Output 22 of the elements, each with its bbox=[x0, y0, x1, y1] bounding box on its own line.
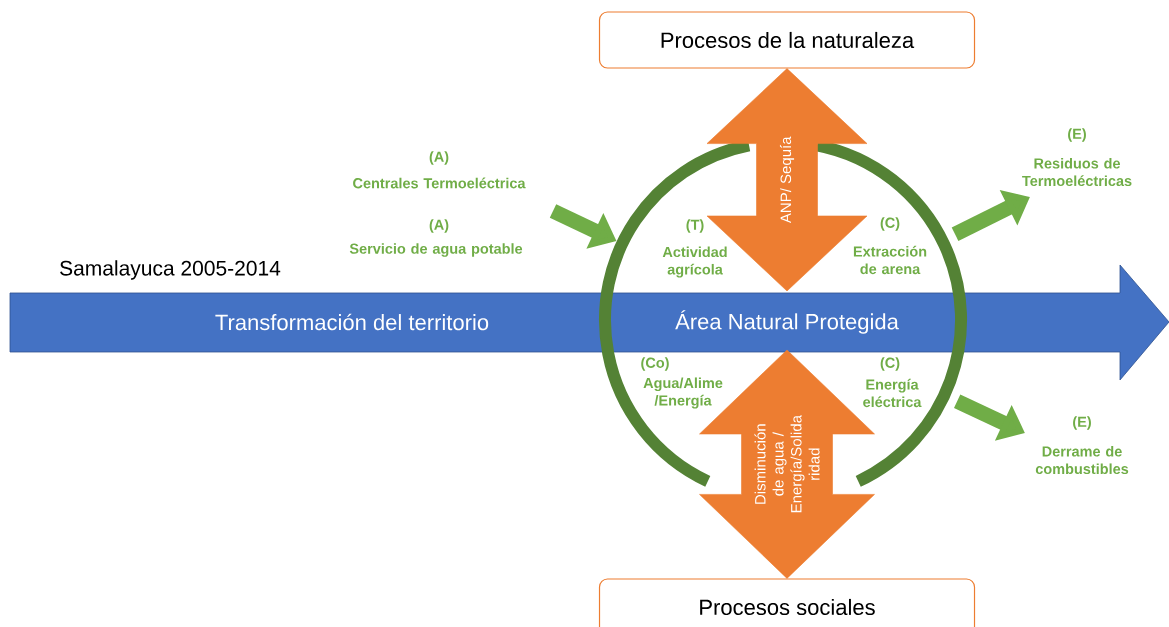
annotation-text: (C) bbox=[880, 357, 900, 371]
annotation-text: (A) bbox=[429, 219, 449, 233]
annotation-text: Extracción de arena bbox=[853, 245, 927, 275]
arrow bbox=[699, 349, 875, 579]
annotation-text: Centrales Termoeléctrica bbox=[353, 177, 526, 189]
annotation-text: Agua/Alime /Energía bbox=[643, 377, 723, 409]
annotation-text: (A) bbox=[429, 151, 449, 165]
arrow bbox=[706, 68, 868, 292]
edge-label: Disminución de agua / Energía/Solida ridad bbox=[754, 415, 820, 513]
annotation-text: (C) bbox=[880, 217, 900, 231]
annotation-text: Energía eléctrica bbox=[863, 378, 922, 408]
annotation-text: Derrame de combustibles bbox=[1035, 445, 1129, 475]
annotation-text: Residuos de Termoeléctricas bbox=[1022, 157, 1132, 187]
process-box: Procesos de la naturaleza bbox=[598, 11, 976, 69]
period-label: Samalayuca 2005-2014 bbox=[60, 260, 281, 280]
annotation-text: (Co) bbox=[641, 357, 669, 371]
annotation-text: (E) bbox=[1073, 416, 1091, 430]
annotation-text: (T) bbox=[686, 219, 704, 233]
edge-label: ANP/ Sequía bbox=[779, 136, 795, 224]
annotation-text: (E) bbox=[1068, 128, 1086, 142]
annotation-text: Actividad agrícola bbox=[662, 246, 727, 278]
process-box: Procesos sociales bbox=[598, 578, 976, 627]
